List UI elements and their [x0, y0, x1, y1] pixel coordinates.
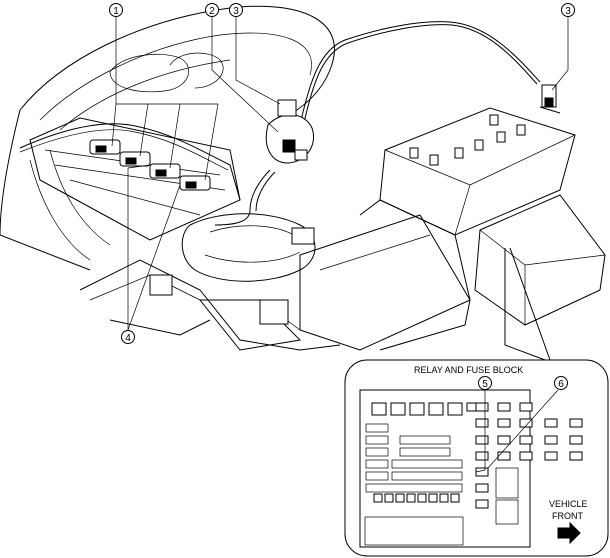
ignition-coil-2	[119, 151, 151, 167]
direction-label-line2: FRONT	[552, 511, 583, 521]
ignition-coil-1	[89, 139, 121, 155]
air-cleaner	[198, 214, 471, 351]
canister-hose	[214, 169, 271, 226]
relay-row-top	[371, 402, 478, 416]
callout-5: 5	[475, 376, 492, 473]
callout-leaders	[111, 16, 569, 331]
direction-label-line1: VEHICLE	[549, 499, 588, 509]
relay-fuse-block-inset: RELAY AND FUSE BLOCK	[344, 359, 609, 557]
battery	[379, 107, 576, 236]
callout-1: 1	[109, 3, 123, 17]
vacuum-hose	[299, 21, 541, 126]
arrow-right-icon	[557, 521, 581, 545]
svg-text:4: 4	[125, 333, 131, 344]
purge-solenoid-valve	[265, 99, 314, 164]
fuse-block-housing	[359, 194, 606, 351]
engine-cover	[0, 5, 335, 271]
svg-text:3: 3	[565, 6, 571, 17]
fuse-row-bottom	[373, 493, 460, 503]
callout-3-right: 3	[561, 3, 575, 17]
fuse-columns-right	[475, 402, 583, 509]
callout-3-left: 3	[229, 3, 243, 17]
svg-text:5: 5	[482, 379, 488, 390]
fuse-grid-left	[365, 423, 463, 493]
svg-text:6: 6	[558, 379, 564, 390]
svg-text:3: 3	[233, 6, 239, 17]
svg-text:2: 2	[209, 6, 215, 17]
ignition-coil-4	[179, 175, 211, 191]
svg-text:1: 1	[113, 6, 119, 17]
callout-6: 6	[487, 376, 568, 469]
inset-title: RELAY AND FUSE BLOCK	[414, 365, 523, 375]
ignition-coil-3	[149, 163, 181, 179]
solenoid-right	[539, 84, 561, 114]
inset-leader	[504, 248, 546, 361]
throttle-body	[181, 213, 316, 282]
lower-frame	[79, 259, 341, 351]
callout-4: 4	[121, 330, 135, 344]
callout-2: 2	[205, 3, 219, 17]
